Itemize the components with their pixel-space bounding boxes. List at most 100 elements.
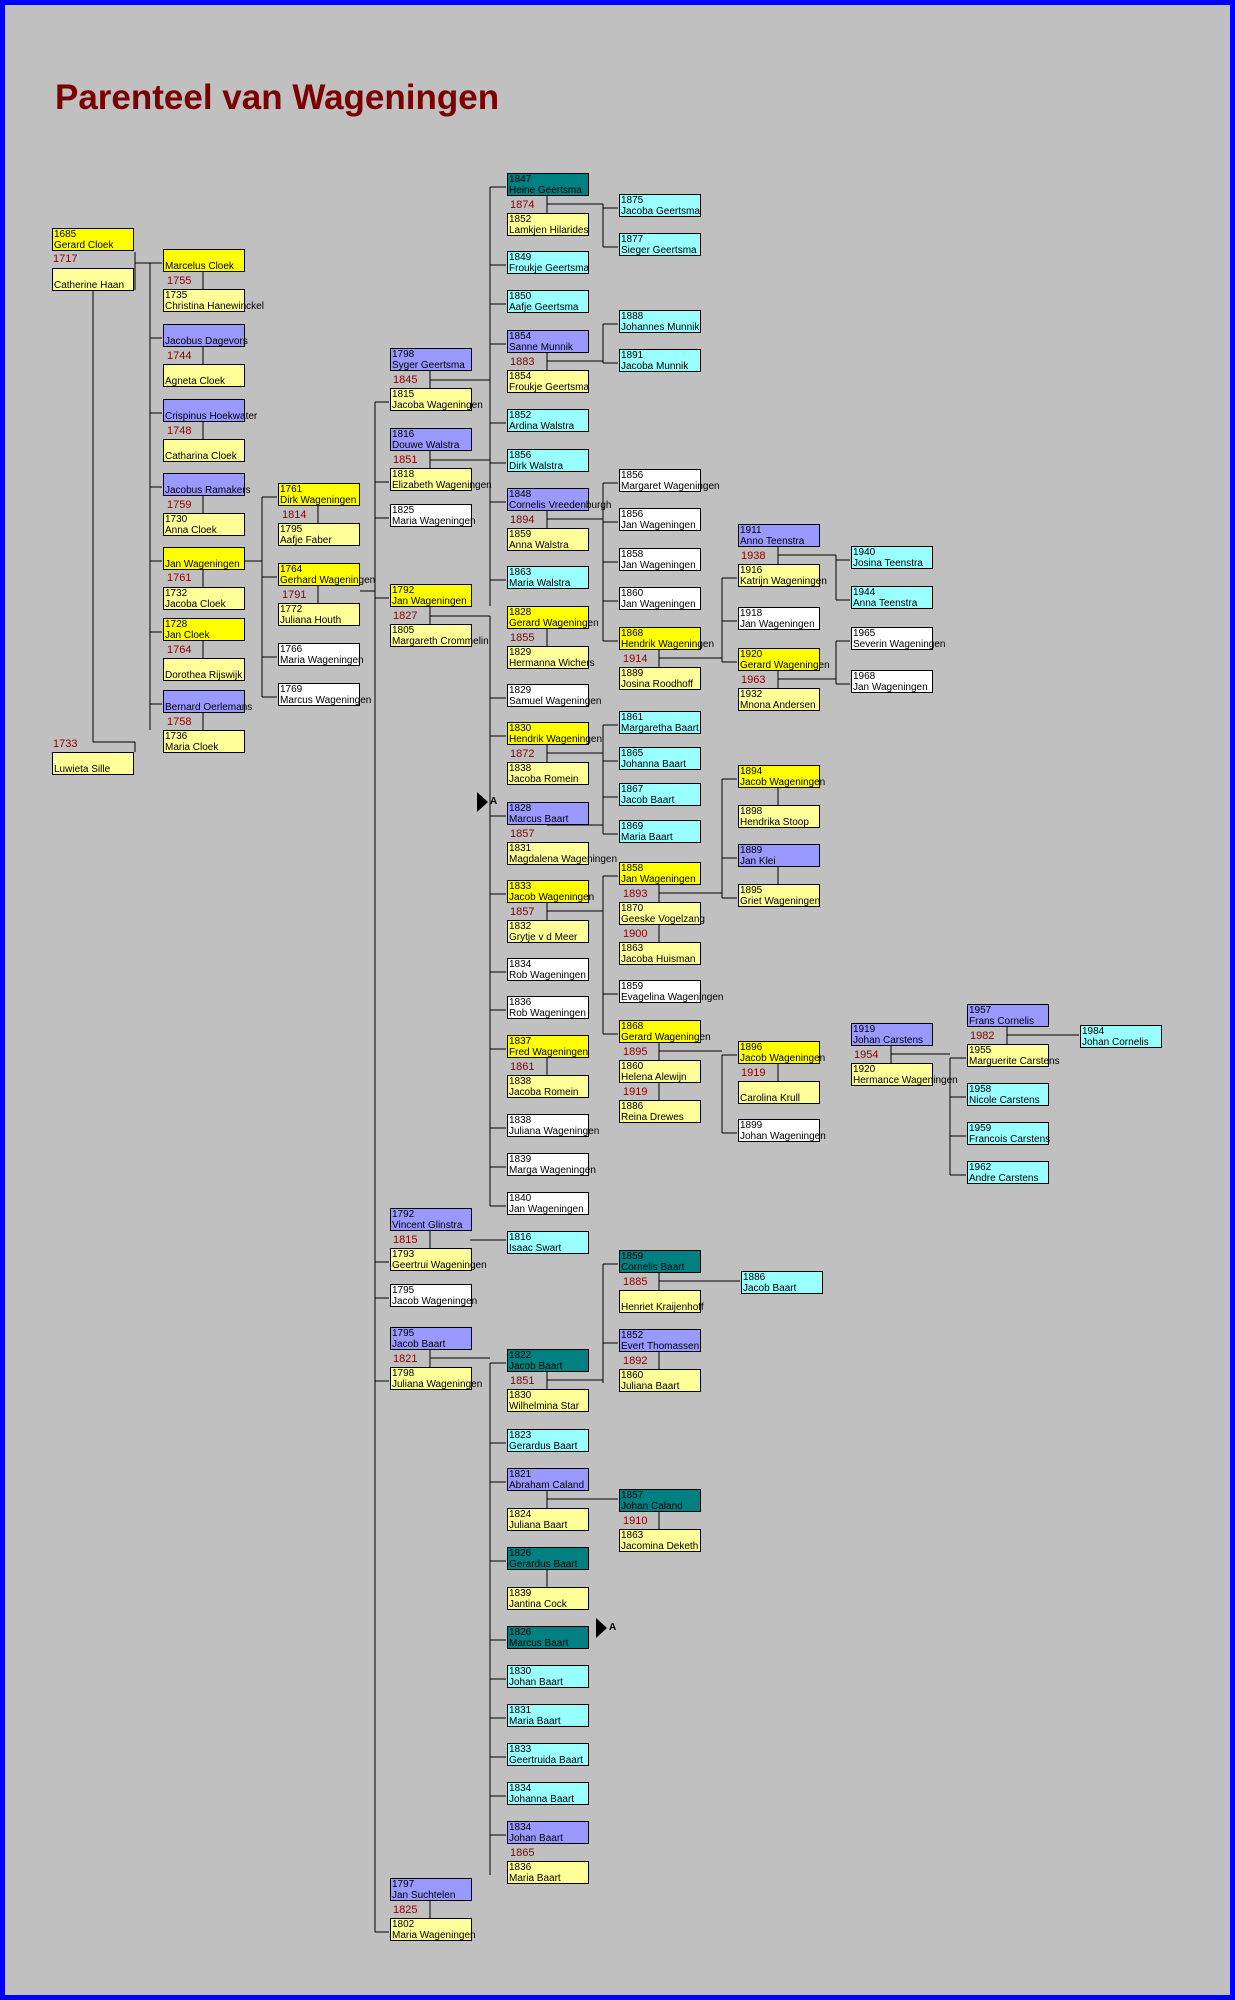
person-box[interactable]: Bernard Oerlemans (163, 690, 252, 713)
person-box[interactable]: Crispinus Hoekwater (163, 399, 257, 422)
person-box[interactable]: Catharina Cloek (163, 439, 245, 462)
reference-arrow-icon[interactable] (596, 1618, 607, 1638)
person-box[interactable]: Marcelus Cloek (163, 249, 245, 272)
person-box[interactable]: Catherine Haan (52, 268, 134, 291)
person-box[interactable]: Jacobus Ramakers (163, 473, 251, 496)
reference-arrow-icon[interactable] (477, 792, 488, 812)
person-box[interactable]: Agneta Cloek (163, 364, 245, 387)
